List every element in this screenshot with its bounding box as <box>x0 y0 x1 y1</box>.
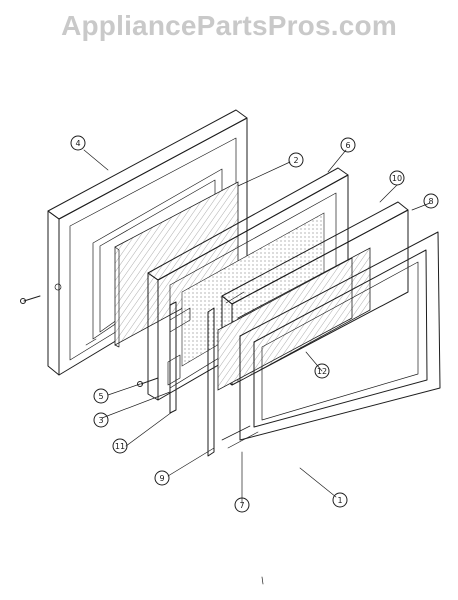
svg-text:4: 4 <box>75 139 80 148</box>
svg-text:8: 8 <box>428 197 433 206</box>
svg-text:5: 5 <box>98 392 103 401</box>
callout-1: 1 <box>332 492 348 508</box>
screws <box>20 295 159 387</box>
stray-mark <box>261 576 264 585</box>
callout-12: 12 <box>314 363 330 379</box>
callout-3: 3 <box>93 412 109 428</box>
svg-text:3: 3 <box>98 416 103 425</box>
callout-7: 7 <box>234 497 250 513</box>
callout-10: 10 <box>389 170 405 186</box>
callout-4: 4 <box>70 135 86 151</box>
callout-11: 11 <box>112 438 128 454</box>
callout-9: 9 <box>154 470 170 486</box>
window-glass <box>217 257 353 391</box>
svg-text:7: 7 <box>239 501 244 510</box>
svg-text:6: 6 <box>345 141 350 150</box>
svg-text:11: 11 <box>115 442 125 451</box>
watermark-logo: AppliancePartsPros.com <box>61 10 397 41</box>
svg-text:1: 1 <box>337 496 342 505</box>
leader-lines <box>83 149 431 504</box>
hinge-channels <box>169 301 259 457</box>
callout-2: 2 <box>288 152 304 168</box>
callout-6: 6 <box>340 137 356 153</box>
callout-8: 8 <box>423 193 439 209</box>
svg-text:12: 12 <box>317 367 327 376</box>
svg-text:9: 9 <box>159 474 164 483</box>
svg-text:2: 2 <box>293 156 298 165</box>
front-trim-frame <box>239 231 441 441</box>
svg-text:10: 10 <box>392 174 402 183</box>
callout-5: 5 <box>93 388 109 404</box>
